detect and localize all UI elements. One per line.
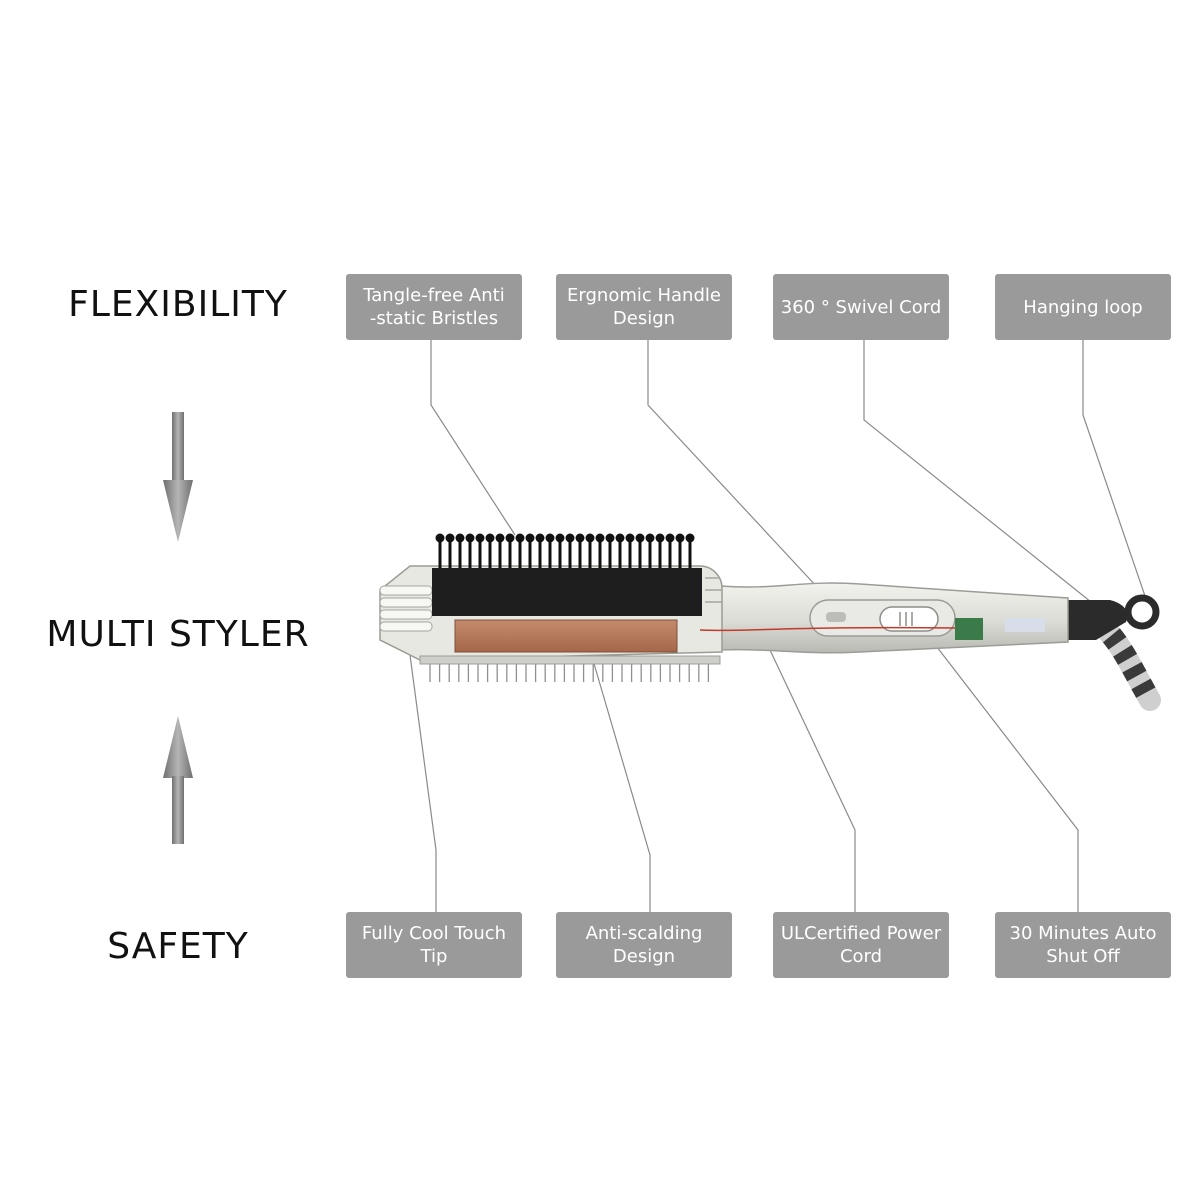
feature-text-line: 360 ° Swivel Cord [780,296,942,318]
feature-text-line: 30 Minutes Auto [1009,923,1157,944]
comb-bar [419,655,721,665]
bristle-tip [635,533,645,543]
top-bristles [435,533,695,568]
feature-box-swivel-cord: 360 ° Swivel Cord [773,274,949,340]
internal-component [1005,618,1045,632]
feature-text-line: Hanging loop [1023,296,1143,318]
multi-styler-label: MULTI STYLER [46,614,310,655]
bristle-tip [585,533,595,543]
safety-label: SAFETY [107,926,249,967]
bristle-tip [615,533,625,543]
feature-text-line: ULCertified Power [780,923,942,944]
bristle-tip [495,533,505,543]
bristle-tip [565,533,575,543]
bristle-tip [545,533,555,543]
bristle-tip [675,533,685,543]
bristle-tip [485,533,495,543]
hanging-loop [1124,594,1160,630]
leader-line-power-cord [769,649,856,912]
bristle-tip [685,533,695,543]
bristle-tip [645,533,655,543]
bristle-tip [605,533,615,543]
feature-box-hanging-loop: Hanging loop [995,274,1171,340]
bristle-tip [595,533,605,543]
bristle-tip [575,533,585,543]
bristle-tip [655,533,665,543]
leader-lines [409,340,1146,912]
hair-styler-illustration [379,533,1161,711]
feature-box-tangle-free-bristles: Tangle-free Anti-static Bristles [346,274,522,340]
bristle-tip [525,533,535,543]
leader-line-bristles [430,340,516,536]
leader-line-anti-scalding [589,649,651,912]
feature-text-line: Fully Cool Touch [361,923,507,944]
bottom-comb-teeth [429,664,710,682]
shell-ribs [705,577,722,603]
internal-wire [699,626,956,632]
bristle-tip [625,533,635,543]
indicator-light [826,612,846,622]
bristle-tip [535,533,545,543]
leader-line-auto-shutoff [929,637,1079,912]
leader-line-hanging-loop [1082,340,1146,597]
bristle-tip [475,533,485,543]
bristle-tip [505,533,515,543]
feature-text-line: Anti-scalding [585,923,703,944]
feature-text-line: Design [612,308,676,329]
feature-text-line: Ergnomic Handle [567,285,721,306]
heating-plate [454,619,678,653]
leader-line-cool-tip [409,654,437,912]
feature-text-line: Design [612,946,676,967]
feature-text-line: Shut Off [1046,946,1120,967]
feature-text-line: -static Bristles [369,308,499,329]
power-slider-button [879,606,939,632]
leader-line-handle [647,340,819,589]
bristle-tip [465,533,475,543]
bristle-tip [515,533,525,543]
leader-line-swivel-cord [863,340,1097,607]
circuit-board [955,618,983,640]
bristle-tip [555,533,565,543]
flexibility-label: FLEXIBILITY [68,284,288,325]
swivel-joint [1065,600,1128,640]
down-arrow-icon [163,412,193,542]
bristle-tip [665,533,675,543]
bristle-tip [435,533,445,543]
feature-text-line: Cord [839,946,883,967]
up-arrow-icon [163,716,193,844]
feature-text-line: Tip [420,946,448,967]
bristle-tip [455,533,465,543]
bristle-base [432,568,702,616]
feature-text-line: Tangle-free Anti [363,285,505,306]
bristle-tip [445,533,455,543]
